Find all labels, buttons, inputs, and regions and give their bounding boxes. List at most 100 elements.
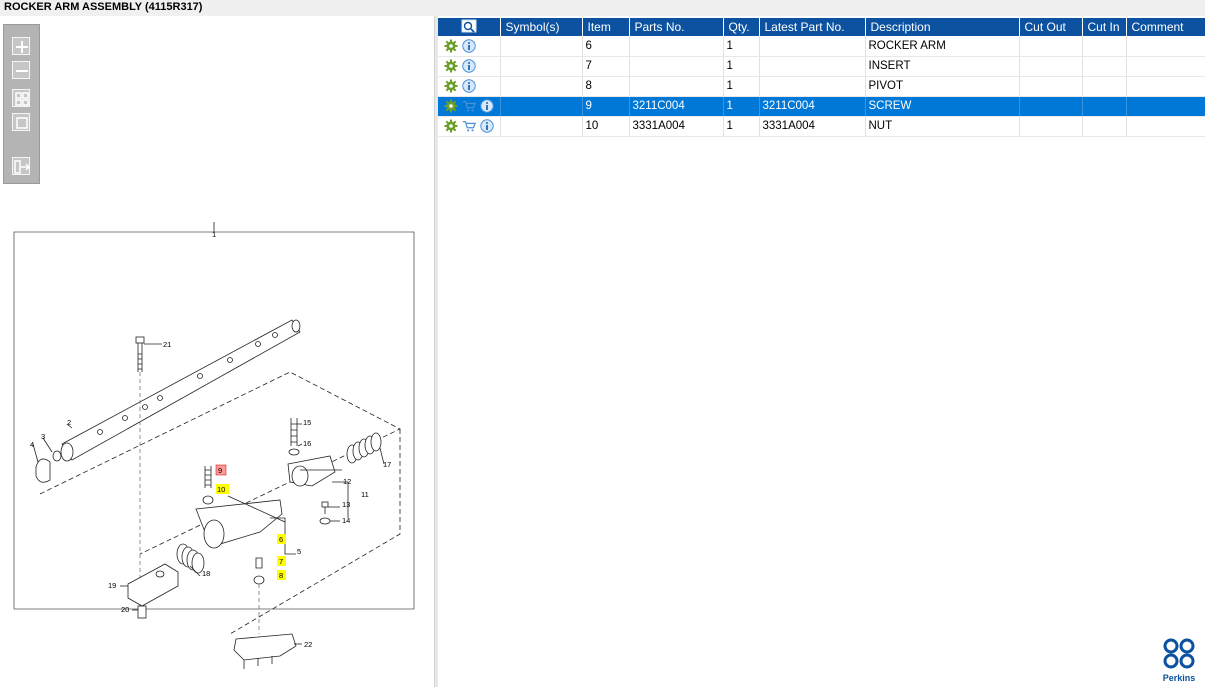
callout-10[interactable]: 10 [217,485,225,494]
part-no-cell: 3331A004 [629,116,724,137]
qty-cell: 1 [723,76,760,97]
cart-icon[interactable] [462,119,476,133]
callout-3[interactable]: 3 [41,432,45,441]
info-icon[interactable] [480,119,494,133]
callout-22[interactable]: 22 [304,640,312,649]
symbols-cell [500,36,583,57]
callout-5[interactable]: 5 [297,547,301,556]
qty-cell: 1 [723,36,760,57]
part-no-cell: 3211C004 [629,96,724,117]
latest-part-no-cell [759,76,866,97]
search-preview-icon [461,19,477,33]
table-row[interactable]: 6 1 ROCKER ARM [438,36,1205,57]
callout-21[interactable]: 21 [163,340,171,349]
zoom-in-button[interactable] [12,37,30,55]
description-cell: INSERT [865,56,1020,77]
callout-highlight [216,484,229,494]
callout-highlight [277,534,286,544]
parts-table: Symbol(s) Item Parts No. Qty. Latest Par… [438,18,1205,137]
callout-12[interactable]: 12 [343,477,351,486]
table-row[interactable]: 8 1 PIVOT [438,76,1205,97]
view-toolbox [3,24,40,184]
column-header-symbols[interactable]: Symbol(s) [500,18,583,36]
item-cell: 9 [582,96,630,117]
window-title-bar: ROCKER ARM ASSEMBLY (4115R317) [0,0,1205,16]
table-row[interactable]: 10 3331A004 1 3331A004 NUT [438,116,1205,137]
callout-17[interactable]: 17 [383,460,391,469]
callout-2[interactable]: 2 [67,418,71,427]
cut-out-cell [1019,36,1083,57]
pane-splitter[interactable] [434,16,438,687]
callout-15[interactable]: 15 [303,418,311,427]
gear-icon[interactable] [444,59,458,73]
exploded-parts-diagram[interactable]: 1 2 3 4 5 6 7 8 9 10 11 12 13 14 15 16 1… [0,214,434,674]
callout-14[interactable]: 14 [342,516,350,525]
cut-out-cell [1019,96,1083,117]
column-header-latest-part-no[interactable]: Latest Part No. [759,18,866,36]
gear-icon[interactable] [444,119,458,133]
column-header-item[interactable]: Item [582,18,630,36]
callout-18[interactable]: 18 [202,569,210,578]
part-no-cell [629,36,724,57]
zoom-out-button[interactable] [12,61,30,79]
callout-4[interactable]: 4 [30,440,34,449]
callout-8[interactable]: 8 [279,571,283,580]
perkins-logo: Perkins [1163,638,1195,683]
row-tools-cell [438,116,501,137]
column-header-parts-no[interactable]: Parts No. [629,18,724,36]
gear-icon[interactable] [444,39,458,53]
column-header-qty[interactable]: Qty. [723,18,760,36]
callout-7[interactable]: 7 [279,557,283,566]
description-cell: NUT [865,116,1020,137]
export-button[interactable] [12,157,31,175]
symbols-cell [500,56,583,77]
part-no-cell [629,76,724,97]
zoom-out-icon [16,70,28,72]
parts-list-pane: Symbol(s) Item Parts No. Qty. Latest Par… [438,16,1205,687]
callout-6[interactable]: 6 [279,535,283,544]
column-header-description[interactable]: Description [865,18,1020,36]
latest-part-no-cell: 3211C004 [759,96,866,117]
callout-19[interactable]: 19 [108,581,116,590]
cut-out-cell [1019,116,1083,137]
info-icon[interactable] [480,99,494,113]
gear-icon[interactable] [444,79,458,93]
callout-1[interactable]: 1 [212,230,216,239]
actual-size-button[interactable] [12,113,30,131]
description-cell: PIVOT [865,76,1020,97]
column-header-cut-in[interactable]: Cut In [1082,18,1127,36]
cart-icon[interactable] [462,99,476,113]
cut-in-cell [1082,116,1127,137]
info-icon[interactable] [462,39,476,53]
item-cell: 10 [582,116,630,137]
item-cell: 6 [582,36,630,57]
gear-icon[interactable] [444,99,458,113]
fit-icon [15,92,29,106]
callout-13[interactable]: 13 [342,500,350,509]
table-row[interactable]: 9 3211C004 1 3211C004 SCREW [438,96,1205,117]
cut-in-cell [1082,36,1127,57]
cut-in-cell [1082,96,1127,117]
callout-16[interactable]: 16 [303,439,311,448]
comment-cell [1126,96,1205,117]
latest-part-no-cell: 3331A004 [759,116,866,137]
info-icon[interactable] [462,79,476,93]
info-icon[interactable] [462,59,476,73]
window-title: ROCKER ARM ASSEMBLY (4115R317) [4,1,203,13]
callout-20[interactable]: 20 [121,605,129,614]
row-tools-cell [438,96,501,117]
callout-11[interactable]: 11 [361,490,369,499]
description-cell: ROCKER ARM [865,36,1020,57]
column-header-tools[interactable] [438,18,501,36]
column-header-cut-out[interactable]: Cut Out [1019,18,1083,36]
diagram-pane[interactable]: 1 2 3 4 5 6 7 8 9 10 11 12 13 14 15 16 1… [0,16,434,687]
row-tools-cell [438,56,501,77]
callout-highlight-selected [215,464,227,476]
callout-9[interactable]: 9 [218,466,222,475]
qty-cell: 1 [723,56,760,77]
fit-view-button[interactable] [12,89,30,107]
column-header-comment[interactable]: Comment [1126,18,1205,36]
symbols-cell [500,96,583,117]
table-row[interactable]: 7 1 INSERT [438,56,1205,77]
callout-highlight [277,570,286,580]
